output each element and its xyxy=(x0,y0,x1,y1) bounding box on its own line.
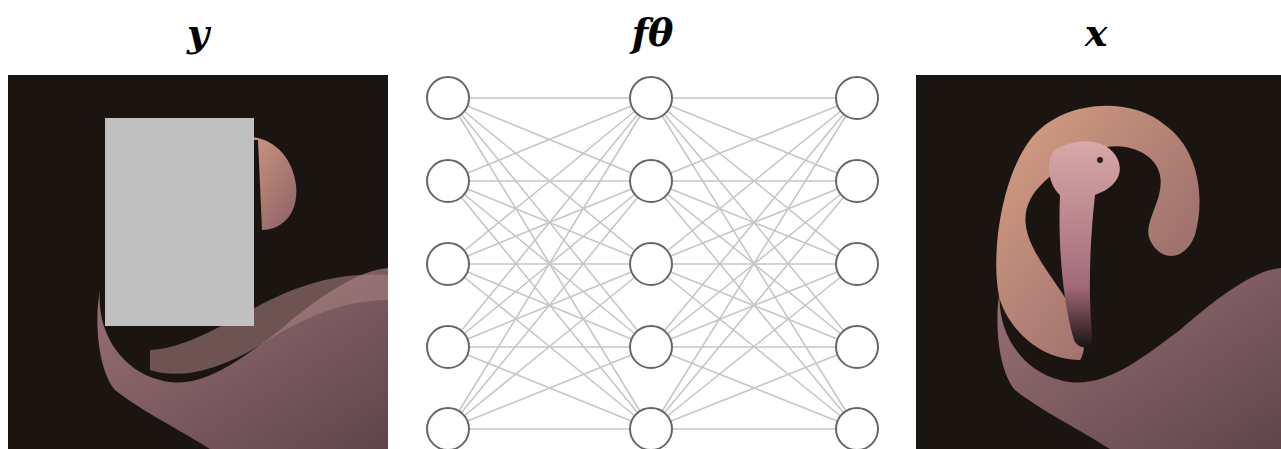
panel-heading: x xyxy=(916,10,1276,56)
weight-line xyxy=(448,97,651,99)
weight-line xyxy=(448,98,651,347)
weight-line xyxy=(651,181,857,429)
weight-line xyxy=(448,98,651,264)
weight-line xyxy=(448,264,651,429)
weight-line xyxy=(651,264,857,429)
neuron xyxy=(630,77,672,119)
neuron xyxy=(427,408,469,449)
panel-heading: fθ xyxy=(420,10,885,56)
weight-line xyxy=(448,264,651,429)
neuron xyxy=(836,160,878,202)
weight-line xyxy=(651,98,857,429)
weight-line xyxy=(448,98,651,429)
weight-line xyxy=(651,98,857,429)
neuron xyxy=(427,77,469,119)
weight-line xyxy=(448,98,651,181)
weight-line xyxy=(448,98,651,429)
weight-line xyxy=(448,181,651,429)
panel-heading: y xyxy=(8,10,388,56)
weight-line xyxy=(448,98,651,181)
neuron xyxy=(630,243,672,285)
weight-line xyxy=(448,98,651,347)
weight-line xyxy=(448,428,651,430)
weight-line xyxy=(651,98,857,347)
neuron xyxy=(836,326,878,368)
network-panel: fθ xyxy=(420,10,885,60)
weight-line xyxy=(448,347,651,429)
observation-panel: y xyxy=(8,10,388,60)
weight-line xyxy=(448,181,651,429)
masked-photo xyxy=(8,75,388,449)
weight-line xyxy=(651,347,857,429)
neuron xyxy=(836,408,878,449)
clean-photo xyxy=(916,75,1281,449)
network-neurons xyxy=(427,77,878,449)
neuron xyxy=(836,243,878,285)
neuron xyxy=(427,243,469,285)
weight-line xyxy=(651,264,857,429)
neuron xyxy=(630,326,672,368)
neuron xyxy=(630,408,672,449)
weight-line xyxy=(651,347,857,429)
neuron xyxy=(427,326,469,368)
weight-line xyxy=(651,98,857,181)
neuron xyxy=(836,77,878,119)
weight-line xyxy=(651,98,857,181)
neuron xyxy=(427,160,469,202)
weight-line xyxy=(448,98,651,264)
weight-line xyxy=(651,98,857,347)
weight-line xyxy=(651,98,857,264)
network-edges xyxy=(448,98,857,429)
weight-line xyxy=(651,428,857,430)
weight-line xyxy=(448,347,651,429)
weight-line xyxy=(651,181,857,429)
weight-line xyxy=(651,97,857,99)
weight-line xyxy=(651,98,857,264)
neuron xyxy=(630,160,672,202)
output-panel: x xyxy=(916,10,1276,60)
